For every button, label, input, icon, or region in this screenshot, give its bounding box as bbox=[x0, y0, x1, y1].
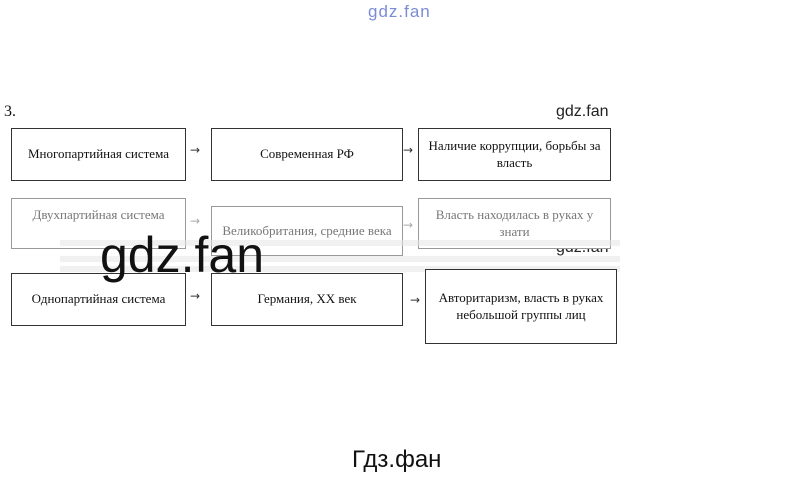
row1-example-box: Современная РФ bbox=[211, 128, 403, 181]
row2-arrow-1: → bbox=[190, 214, 201, 228]
watermark-bottom: Гдз.фан bbox=[352, 446, 442, 473]
row3-arrow-2: → bbox=[410, 293, 421, 307]
watermark-stripe bbox=[60, 266, 620, 272]
row3-example-box: Германия, XX век bbox=[211, 273, 403, 326]
row1-arrow-1: → bbox=[190, 143, 201, 157]
watermark-stripe bbox=[60, 240, 620, 246]
row3-feature-box: Авторитаризм, власть в руках небольшой г… bbox=[425, 269, 617, 344]
watermark-right-upper: gdz.fan bbox=[556, 103, 609, 120]
row1-arrow-2: → bbox=[403, 143, 414, 157]
row1-system-box: Многопартийная система bbox=[11, 128, 186, 181]
watermark-top: gdz.fan bbox=[368, 2, 431, 21]
row2-example-box: Великобритания, средние века bbox=[211, 206, 403, 256]
row2-arrow-2: → bbox=[403, 218, 414, 232]
watermark-stripe bbox=[60, 256, 620, 262]
watermark-big: gdz.fan bbox=[100, 227, 265, 283]
row3-arrow-1: → bbox=[190, 289, 201, 303]
row1-feature-box: Наличие коррупции, борьбы за власть bbox=[418, 128, 611, 181]
task-number: 3. bbox=[4, 103, 16, 120]
row3-system-box: Однопартийная система bbox=[11, 273, 186, 326]
